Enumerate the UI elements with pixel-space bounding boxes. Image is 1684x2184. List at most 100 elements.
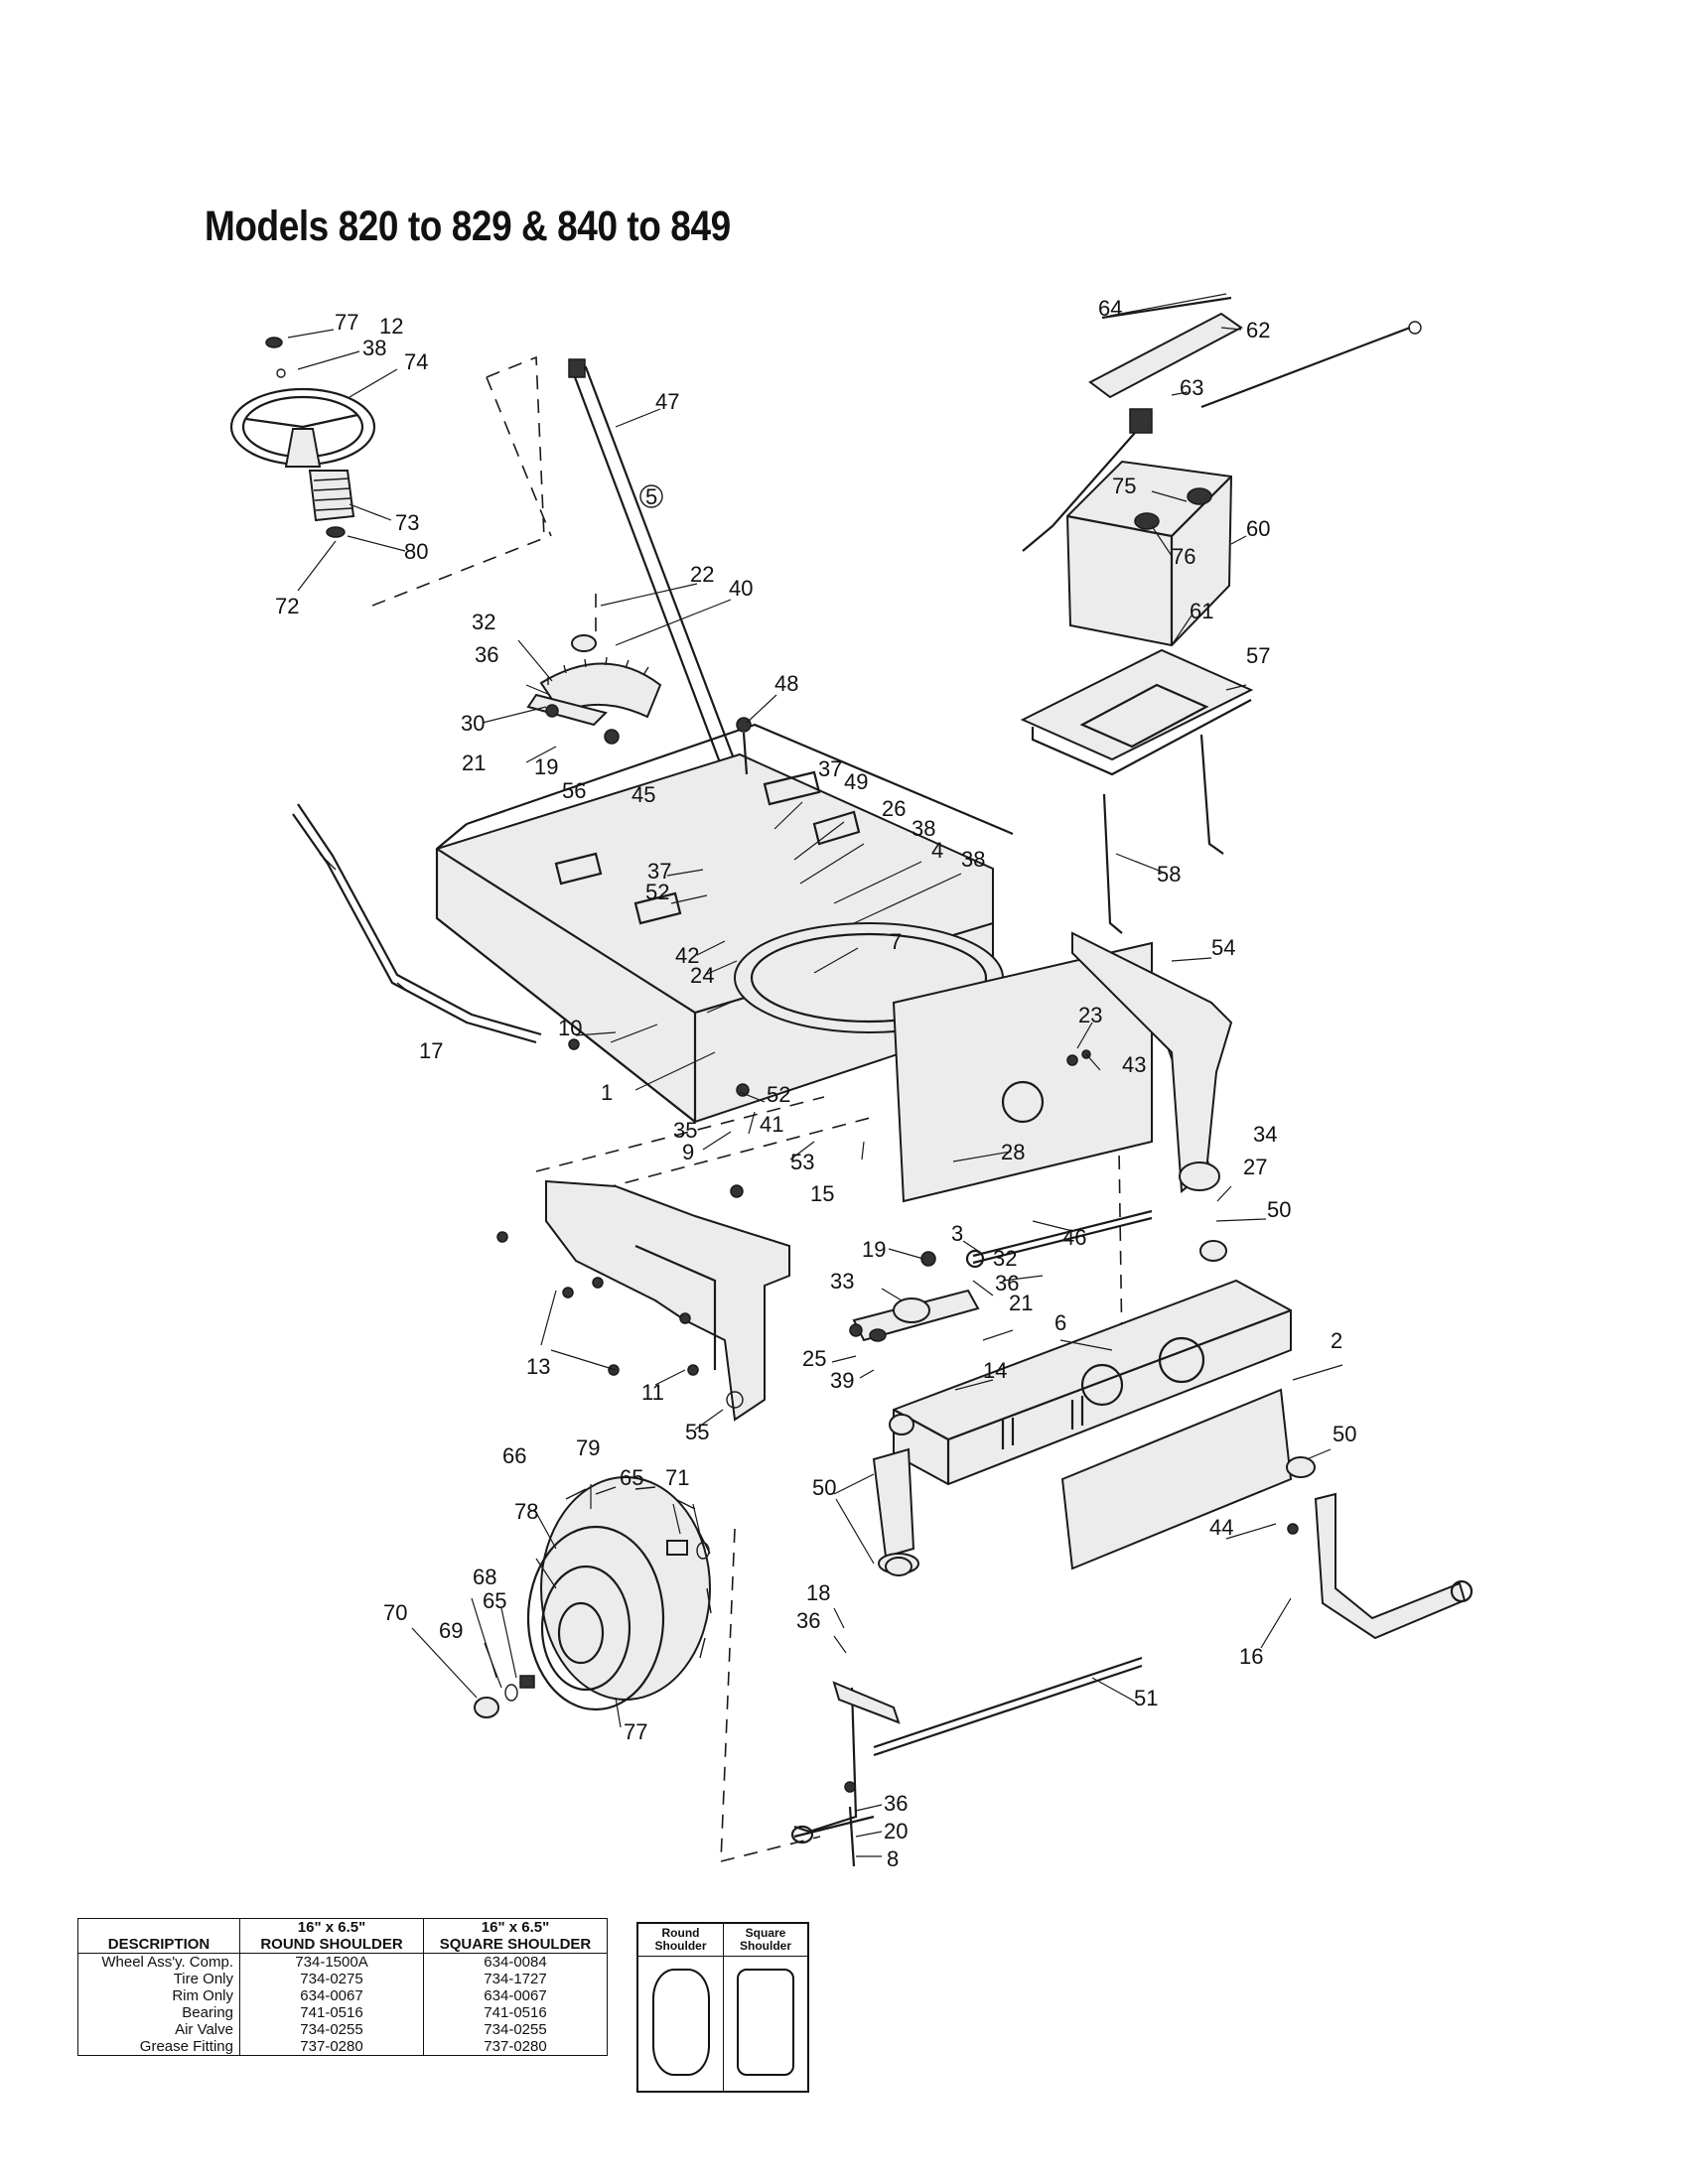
callout-label: 10 — [558, 1016, 582, 1040]
callout-label: 13 — [526, 1354, 550, 1379]
wheel-hardware — [474, 1540, 710, 1718]
round-shoulder-profile: Round Shoulder — [638, 1924, 723, 2091]
callout-label: 2 — [1331, 1328, 1342, 1353]
callout-label: 45 — [632, 782, 655, 807]
callout-label: 20 — [884, 1819, 908, 1843]
callout-label: 12 — [379, 314, 403, 339]
row-description: Rim Only — [77, 1987, 240, 2004]
battery — [1065, 460, 1233, 647]
callout-label: 1 — [601, 1080, 613, 1105]
callout-label: 57 — [1246, 643, 1270, 668]
pitman-arm — [852, 1289, 980, 1342]
page-title: Models 820 to 829 & 840 to 849 — [205, 203, 731, 250]
callout-label: 80 — [404, 539, 428, 564]
steering-boot — [308, 470, 355, 538]
callout-label: 26 — [882, 796, 906, 821]
callout-label: 65 — [483, 1588, 506, 1613]
right-spindle — [1314, 1492, 1474, 1640]
callout-label: 54 — [1211, 935, 1235, 960]
callout-label: 69 — [439, 1618, 463, 1643]
callout-label: 40 — [729, 576, 753, 601]
callout-label: 46 — [1062, 1225, 1086, 1250]
front-wheel — [526, 1476, 712, 1711]
callout-label: 76 — [1172, 544, 1195, 569]
callout-label: 38 — [912, 816, 935, 841]
callout-label: 74 — [404, 349, 428, 374]
callout-label: 15 — [810, 1181, 834, 1206]
callout-label: 78 — [514, 1499, 538, 1524]
battery-cables — [1022, 296, 1422, 552]
callout-label: 72 — [275, 594, 299, 618]
callout-label: 21 — [462, 751, 486, 775]
battery-tray — [1020, 648, 1254, 776]
callout-label: 27 — [1243, 1155, 1267, 1179]
drag-link — [965, 1209, 1153, 1269]
callout-label: 64 — [1098, 296, 1122, 321]
callout-label: 75 — [1112, 474, 1136, 498]
axle-bracket — [1060, 1388, 1293, 1570]
callout-label: 58 — [1157, 862, 1181, 887]
callout-label: 14 — [983, 1358, 1007, 1383]
round-shoulder-label: Round Shoulder — [638, 1924, 723, 1957]
callout-label: 4 — [931, 838, 943, 863]
row-description: Tire Only — [77, 1971, 240, 1987]
row-round-value: 634-0067 — [239, 1987, 424, 2004]
row-description: Air Valve — [77, 2021, 240, 2038]
tie-rod — [873, 1656, 1143, 1757]
callout-label: 32 — [993, 1246, 1017, 1271]
fasteners — [496, 717, 1299, 1867]
table-row: Wheel Ass'y. Comp. 734-1500A 634-0084 — [77, 1953, 608, 1971]
main-frame — [435, 723, 1043, 1132]
callout-label: 70 — [383, 1600, 407, 1625]
left-spindle — [790, 1447, 919, 1844]
callout-label: 51 — [1134, 1686, 1158, 1710]
callout-label: 23 — [1078, 1003, 1102, 1027]
bushings — [885, 1161, 1316, 1576]
callout-label: 19 — [534, 754, 558, 779]
steering-shaft — [568, 358, 757, 820]
callout-label: 36 — [995, 1271, 1019, 1296]
row-square-value: 634-0067 — [423, 1987, 608, 2004]
table-row: Tire Only 734-0275 734-1727 — [77, 1971, 608, 1987]
callout-label: 42 — [675, 943, 699, 968]
table-header-row: DESCRIPTION 16" x 6.5" ROUND SHOULDER 16… — [77, 1918, 608, 1954]
callout-label: 34 — [1253, 1122, 1277, 1147]
callout-label: 25 — [802, 1346, 826, 1371]
callout-label: 3 — [951, 1221, 963, 1246]
square-shoulder-tire-icon — [737, 1969, 794, 2076]
callout-label: 36 — [475, 642, 498, 667]
row-round-value: 734-1500A — [239, 1953, 424, 1971]
callout-label: 52 — [645, 880, 669, 904]
callout-label: 66 — [502, 1443, 526, 1468]
row-square-value: 634-0084 — [423, 1953, 608, 1971]
callout-label: 11 — [641, 1380, 664, 1405]
callout-label: 7 — [890, 929, 902, 954]
callout-label: 9 — [682, 1140, 694, 1164]
front-bracket — [545, 1179, 790, 1422]
callout-label: 47 — [655, 389, 679, 414]
callout-label: 77 — [335, 310, 358, 335]
callout-label: 77 — [624, 1719, 647, 1744]
callout-label: 19 — [862, 1237, 886, 1262]
header-description: DESCRIPTION — [77, 1918, 240, 1954]
steering-wheel — [229, 337, 376, 468]
row-square-value: 734-0255 — [423, 2021, 608, 2038]
round-shoulder-tire-icon — [651, 1969, 710, 2076]
callout-label: 5 — [645, 484, 657, 509]
callout-label: 52 — [767, 1082, 790, 1107]
callout-label: 41 — [760, 1112, 783, 1137]
callout-label: 50 — [812, 1475, 836, 1500]
callout-label: 44 — [1209, 1515, 1233, 1540]
tire-profile-box: Round Shoulder Square Shoulder — [636, 1922, 809, 2093]
callout-label: 22 — [690, 562, 714, 587]
callout-label: 71 — [665, 1465, 689, 1490]
table-row: Grease Fitting 737-0280 737-0280 — [77, 2038, 608, 2056]
callout-label: 65 — [620, 1465, 643, 1490]
hold-down-rods — [1102, 734, 1224, 934]
callout-label: 21 — [1009, 1291, 1033, 1315]
square-shoulder-label: Square Shoulder — [724, 1924, 807, 1957]
row-description: Wheel Ass'y. Comp. — [77, 1953, 240, 1971]
callout-label: 36 — [796, 1608, 820, 1633]
header-round-shoulder: 16" x 6.5" ROUND SHOULDER — [239, 1918, 424, 1954]
